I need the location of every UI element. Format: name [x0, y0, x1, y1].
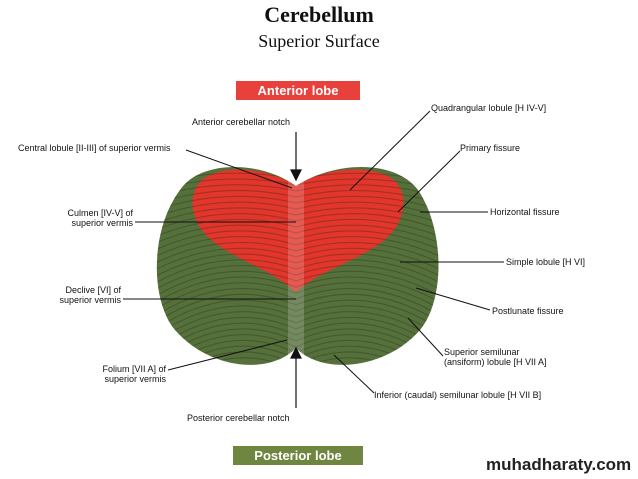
anterior-notch-arrowhead [290, 169, 302, 182]
label-declive: Declive [VI] of superior vermis [25, 285, 121, 305]
folium-line [156, 322, 439, 361]
label-declive-line2: superior vermis [59, 295, 121, 305]
label-declive-line1: Declive [VI] of [65, 285, 121, 295]
folium-line [156, 253, 439, 280]
folium-line [156, 207, 439, 226]
folium-line [156, 190, 439, 206]
page-subtitle: Superior Surface [258, 31, 380, 51]
folium-line [156, 259, 439, 287]
folium-line [156, 213, 439, 233]
folium-line [156, 236, 439, 260]
leader-primary-fissure [397, 150, 461, 213]
leader-folium [167, 339, 288, 371]
label-simple-lobule: Simple lobule [H VI] [506, 257, 586, 267]
anterior-lobe-label: Anterior lobe [236, 81, 360, 100]
folium-line [156, 184, 439, 199]
label-folium: Folium [VII A] of superior vermis [68, 364, 166, 384]
folium-line [156, 247, 439, 273]
posterior-lobe-label: Posterior lobe [233, 446, 363, 465]
folium-line [156, 224, 439, 246]
label-culmen: Culmen [IV-V] of superior vermis [35, 208, 133, 228]
folium-line [156, 265, 439, 293]
folium-line [156, 328, 439, 365]
posterior-notch-arrowhead [290, 346, 302, 359]
folium-line [156, 201, 439, 220]
leader-inferior-semilunar [333, 354, 375, 394]
label-culmen-line1: Culmen [IV-V] of [67, 208, 133, 218]
label-inferior-semilunar: Inferior (caudal) semilunar lobule [H VI… [374, 390, 542, 400]
leader-postlunate [415, 287, 491, 311]
folium-line [156, 276, 439, 307]
label-horizontal-fissure: Horizontal fissure [490, 207, 560, 217]
label-central-lobule: Central lobule [II-III] of superior verm… [18, 143, 171, 153]
label-superior-semilunar-line1: Superior semilunar [444, 347, 520, 357]
folium-line [156, 316, 439, 354]
page-title: Cerebellum [264, 2, 374, 27]
label-culmen-line2: superior vermis [71, 218, 133, 228]
vermis [288, 180, 304, 355]
folium-line [156, 195, 439, 213]
label-folium-line1: Folium [VII A] of [102, 364, 166, 374]
leader-superior-semilunar [407, 317, 444, 357]
folium-line [156, 305, 439, 340]
label-anterior-notch: Anterior cerebellar notch [192, 117, 291, 127]
label-primary-fissure: Primary fissure [460, 143, 521, 153]
folium-line [156, 311, 439, 347]
folium-line [156, 293, 439, 327]
label-folium-line2: superior vermis [104, 374, 166, 384]
folium-line [156, 241, 439, 267]
folium-line [156, 230, 439, 253]
label-posterior-notch: Posterior cerebellar notch [187, 413, 290, 423]
folium-line [156, 270, 439, 300]
label-postlunate-fissure: Postlunate fissure [492, 306, 564, 316]
label-superior-semilunar: Superior semilunar (ansiform) lobule [H … [444, 347, 547, 367]
label-quadrangular-lobule: Quadrangular lobule [H IV-V] [431, 103, 547, 113]
folium-line [156, 282, 439, 314]
watermark: muhadharaty.com [486, 455, 632, 474]
folium-line [156, 299, 439, 334]
leader-quadrangular [349, 110, 431, 191]
anterior-lobe-shape [192, 169, 404, 292]
label-superior-semilunar-line2: (ansiform) lobule [H VII A] [444, 357, 547, 367]
leader-central-lobule [185, 149, 293, 189]
folium-line [156, 218, 439, 240]
